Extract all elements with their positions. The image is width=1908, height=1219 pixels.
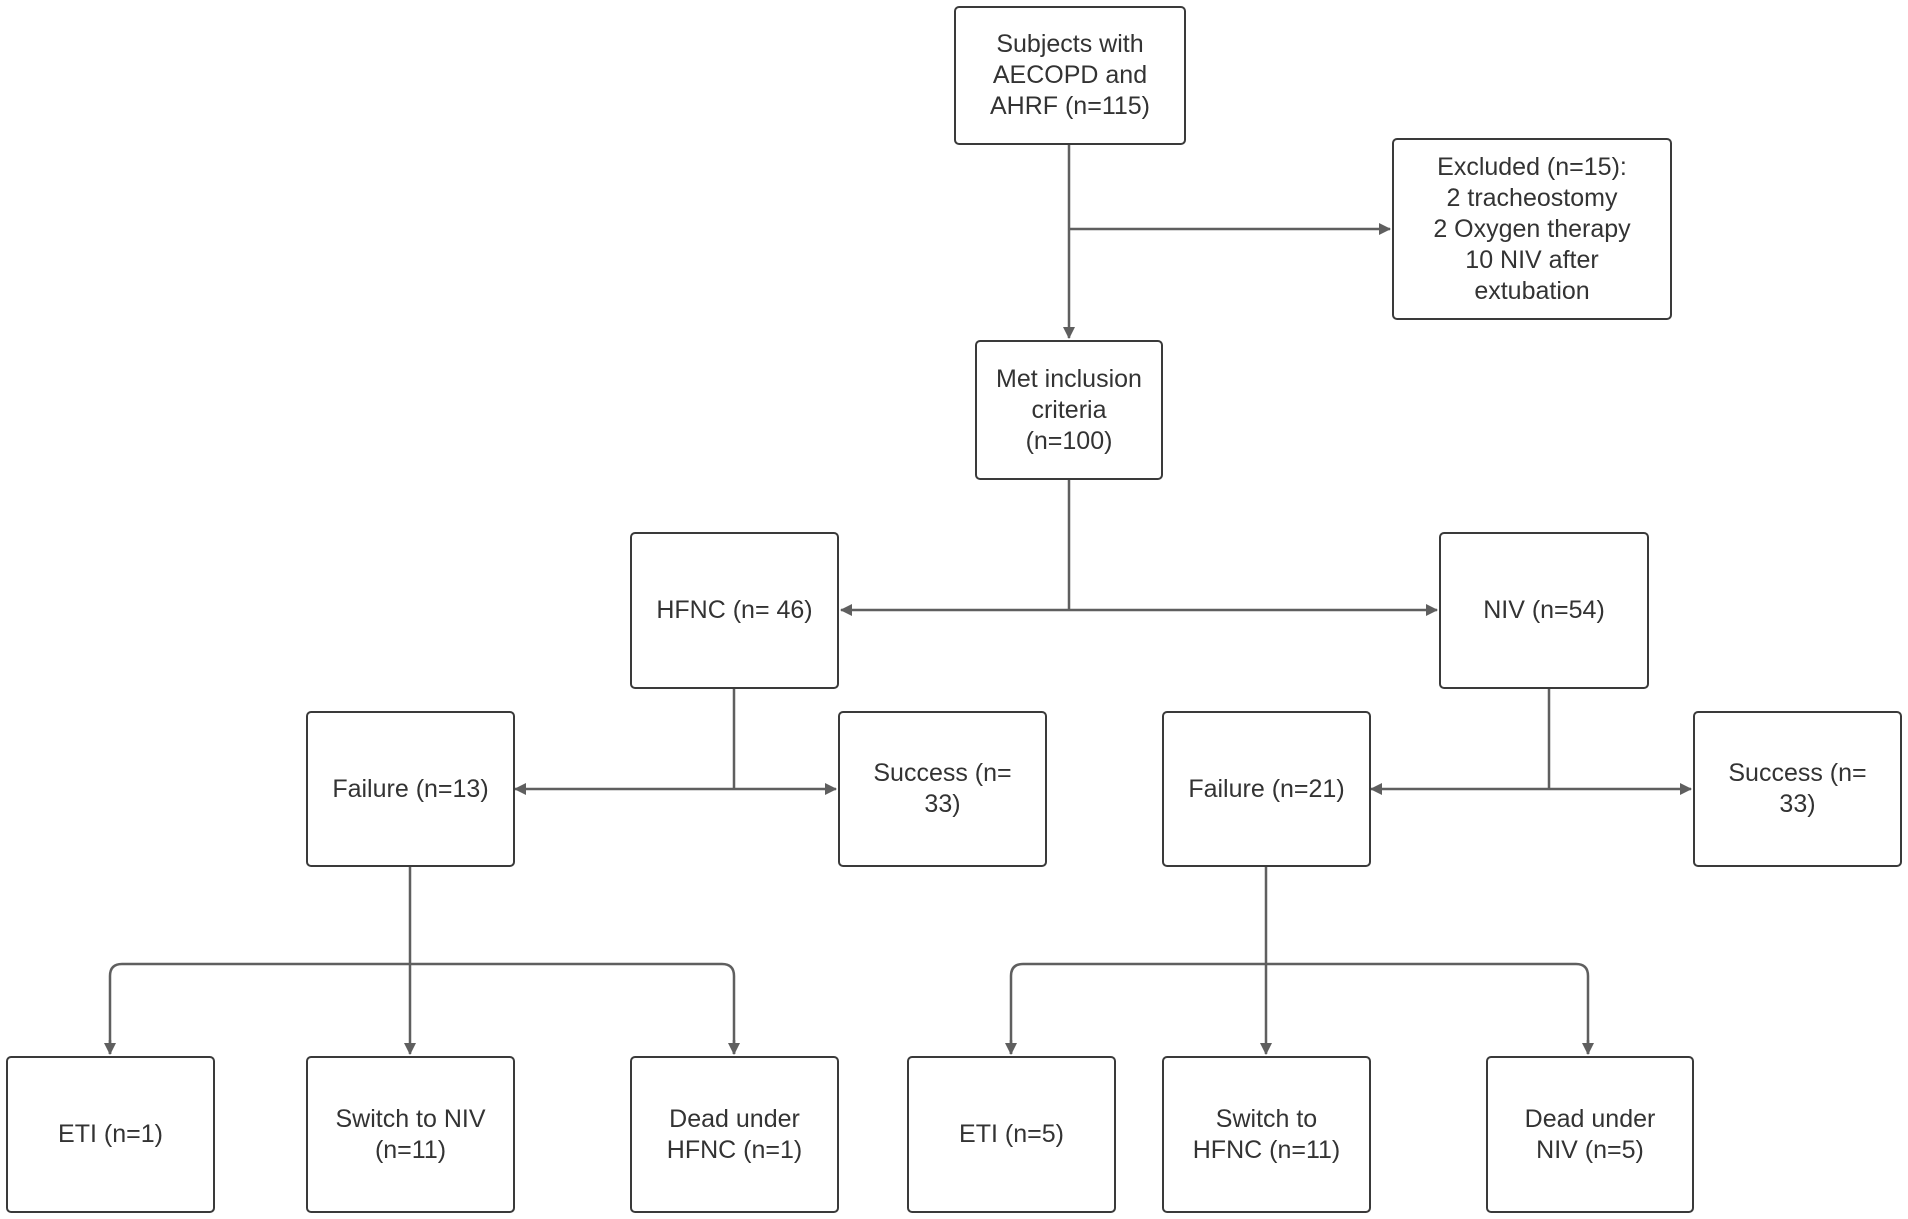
hfnc-eti-box: ETI (n=1) (6, 1056, 215, 1213)
hfnc-dead-box: Dead under HFNC (n=1) (630, 1056, 839, 1213)
line-hfnc-failure-bus (108, 962, 736, 1054)
excluded-text: Excluded (n=15): 2 tracheostomy 2 Oxygen… (1433, 152, 1631, 305)
subjects-box: Subjects with AECOPD and AHRF (n=115) (954, 6, 1186, 145)
niv-box: NIV (n=54) (1439, 532, 1649, 689)
excluded-box: Excluded (n=15): 2 tracheostomy 2 Oxygen… (1392, 138, 1672, 320)
hfnc-text: HFNC (n= 46) (656, 596, 813, 624)
line-niv-failure-bus (1009, 962, 1590, 1054)
niv-text: NIV (n=54) (1483, 596, 1605, 624)
niv-eti-text: ETI (n=5) (959, 1120, 1064, 1148)
hfnc-success-box: Success (n= 33) (838, 711, 1047, 867)
hfnc-success-text: Success (n= 33) (873, 759, 1012, 818)
hfnc-switch-text: Switch to NIV (n=11) (335, 1104, 486, 1164)
hfnc-box: HFNC (n= 46) (630, 532, 839, 689)
hfnc-failure-box: Failure (n=13) (306, 711, 515, 867)
niv-failure-box: Failure (n=21) (1162, 711, 1371, 867)
hfnc-switch-box: Switch to NIV (n=11) (306, 1056, 515, 1213)
inclusion-box: Met inclusion criteria (n=100) (975, 340, 1163, 480)
hfnc-failure-text: Failure (n=13) (332, 774, 489, 803)
niv-switch-box: Switch to HFNC (n=11) (1162, 1056, 1371, 1213)
inclusion-text: Met inclusion criteria (n=100) (996, 364, 1142, 455)
subjects-text: Subjects with AECOPD and AHRF (n=115) (989, 30, 1150, 120)
niv-dead-text: Dead under NIV (n=5) (1524, 1104, 1656, 1164)
hfnc-eti-text: ETI (n=1) (58, 1120, 163, 1148)
niv-dead-box: Dead under NIV (n=5) (1486, 1056, 1694, 1213)
niv-failure-text: Failure (n=21) (1188, 774, 1345, 803)
niv-eti-box: ETI (n=5) (907, 1056, 1116, 1213)
niv-success-box: Success (n= 33) (1693, 711, 1902, 867)
niv-switch-text: Switch to HFNC (n=11) (1192, 1104, 1341, 1164)
hfnc-dead-text: Dead under HFNC (n=1) (666, 1104, 803, 1164)
niv-success-text: Success (n= 33) (1728, 759, 1867, 818)
